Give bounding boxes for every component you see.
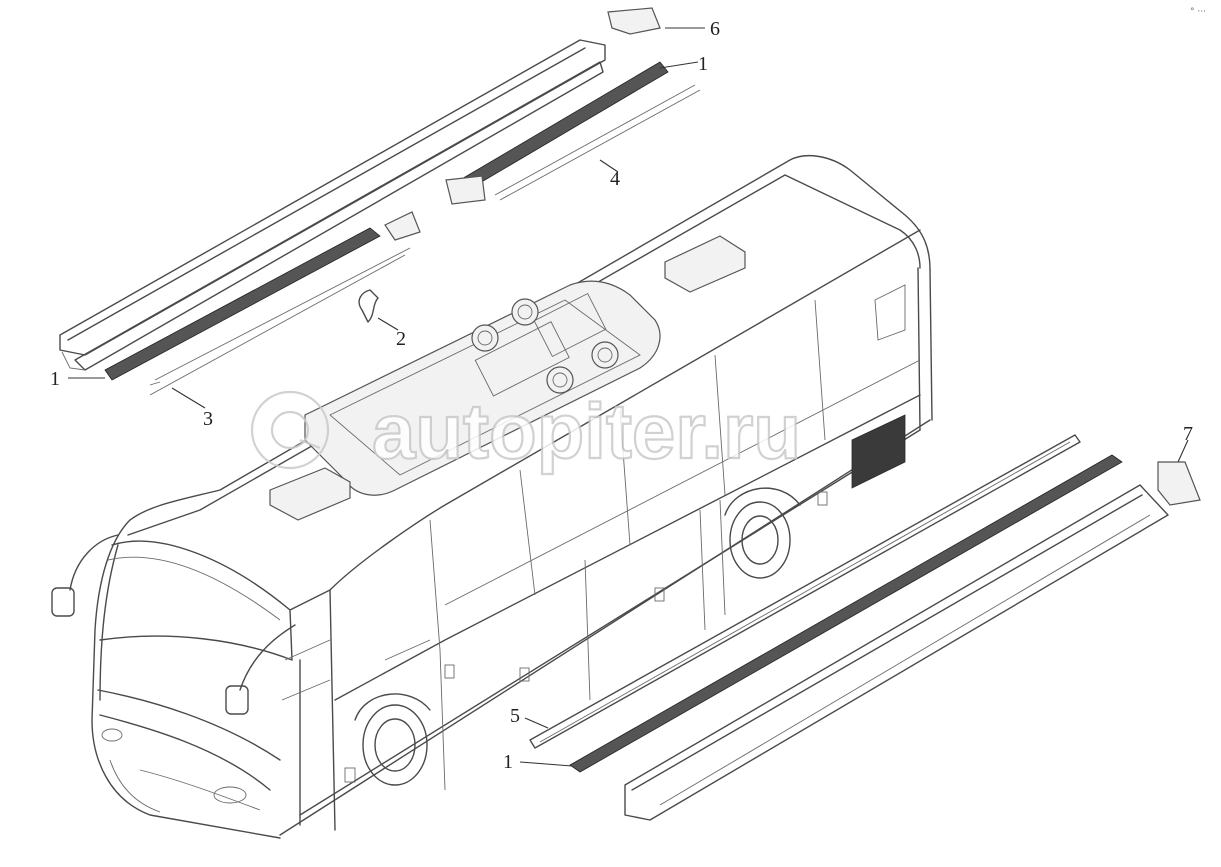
callout-4: 4	[610, 168, 620, 190]
callout-3: 3	[203, 408, 213, 430]
front-roof-hatch	[269, 467, 351, 521]
callout-2: 2	[396, 328, 406, 350]
roof-ac-unit	[304, 280, 661, 496]
end-cap-part-7	[1157, 461, 1201, 506]
end-cap-part-6	[607, 7, 661, 35]
long-channel-rail-top	[59, 39, 606, 371]
left-mirror	[51, 534, 119, 617]
rail-part-5	[529, 434, 1081, 749]
rear-wheel	[724, 487, 801, 579]
callout-1-left: 1	[50, 368, 60, 390]
watermark-text: autopiter.ru	[372, 387, 801, 475]
watermark: autopiter.ru	[250, 386, 802, 476]
corner-mark: ° ···	[1190, 7, 1206, 17]
front-wheel	[354, 693, 431, 786]
right-mirror	[225, 624, 296, 715]
callout-6: 6	[710, 18, 720, 40]
callout-7: 7	[1183, 423, 1193, 445]
seal-strip-top-left	[104, 227, 411, 396]
callout-1-bottom: 1	[503, 751, 513, 773]
seal-strip-part-4	[445, 61, 701, 205]
seal-strip-bottom-right	[569, 454, 1123, 773]
callout-1-top: 1	[698, 53, 708, 75]
watermark-logo-icon	[250, 390, 330, 470]
rear-roof-hatch	[664, 235, 746, 293]
leader-lines	[68, 27, 1189, 767]
bus-illustration	[51, 155, 933, 839]
bracket-top-left	[384, 211, 421, 241]
clip-part-2	[358, 289, 379, 323]
long-channel-rail-bottom	[624, 484, 1169, 821]
callout-5: 5	[510, 705, 520, 727]
